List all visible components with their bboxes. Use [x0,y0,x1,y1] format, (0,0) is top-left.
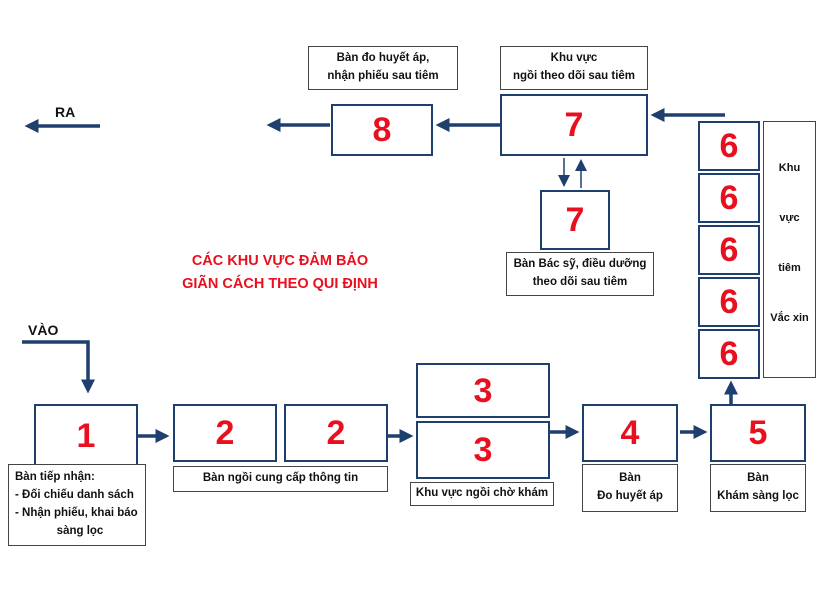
side-word-1: Khu [778,162,801,174]
station-4-box: 4 [582,404,678,462]
station-7-desk-line-2: theo dõi sau tiêm [532,276,628,288]
notice-line-2: GIÃN CÁCH THEO QUI ĐỊNH [182,276,378,293]
station-2b-number: 2 [326,414,346,452]
station-5-line-2: Khám sàng lọc [717,490,799,502]
station-8-box: 8 [331,104,433,156]
exit-label: RA [55,104,76,120]
station-6-number-3: 6 [719,231,739,269]
station-3b-box: 3 [416,421,550,479]
station-1-title: Bàn tiếp nhận: [15,471,95,484]
station-6-number-2: 6 [719,179,739,217]
station-1-label: Bàn tiếp nhận: - Đối chiếu danh sách - N… [8,464,146,546]
station-1-line-3: sàng lọc [56,524,104,537]
station-7-area-label: Khu vực ngồi theo dõi sau tiêm [500,46,648,90]
station-5-number: 5 [748,414,768,452]
station-7-desk-label: Bàn Bác sỹ, điều dưỡng theo dõi sau tiêm [506,252,654,296]
station-6-box-4: 6 [698,277,760,327]
station-7-desk-box: 7 [540,190,610,250]
station-7-area-line-2: ngồi theo dõi sau tiêm [512,70,636,82]
station-1-number: 1 [76,417,96,455]
station-7-desk-number: 7 [565,201,585,239]
station-7-area-box: 7 [500,94,648,156]
station-1-line-2: - Nhận phiếu, khai báo [15,507,138,519]
station-3a-number: 3 [473,371,493,410]
station-6-box-1: 6 [698,121,760,171]
station-6-box-5: 6 [698,329,760,379]
station-6-number-4: 6 [719,283,739,321]
station-3-label-text: Khu vực ngồi chờ khám [415,487,549,500]
station-2a-number: 2 [215,414,235,452]
entry-label: VÀO [28,322,59,338]
station-8-line-2: nhận phiếu sau tiêm [327,70,439,82]
station-4-line-2: Đo huyết áp [597,490,663,502]
spacing-notice: CÁC KHU VỰC ĐẢM BẢO GIÃN CÁCH THEO QUI Đ… [160,250,400,296]
station-7-area-line-1: Khu vực [550,52,598,65]
station-7-area-number: 7 [564,106,584,144]
notice-line-1: CÁC KHU VỰC ĐẢM BẢO [191,253,369,269]
station-6-number-1: 6 [719,127,739,165]
station-8-line-1: Bàn đo huyết áp, [336,52,430,65]
station-2a-box: 2 [173,404,277,462]
station-6-side-label: Khu vực tiêm Vắc xin [763,121,816,378]
station-6-number-5: 6 [719,335,739,373]
station-7-desk-line-1: Bàn Bác sỹ, điều dưỡng [513,258,647,271]
entry-arrow [22,340,95,394]
station-8-number: 8 [372,111,392,149]
station-3-label: Khu vực ngồi chờ khám [410,482,554,506]
station-1-box: 1 [34,404,138,468]
station-5-label: Bàn Khám sàng lọc [710,464,806,512]
station-4-line-1: Bàn [619,472,641,485]
station-2-label: Bàn ngồi cung cấp thông tin [173,466,388,492]
side-word-3: tiêm [778,262,801,274]
station-3a-box: 3 [416,363,550,418]
side-word-4: Vắc xin [770,312,809,324]
station-6-box-2: 6 [698,173,760,223]
station-5-line-1: Bàn [747,472,769,485]
side-word-2: vực [779,212,800,224]
station-5-box: 5 [710,404,806,462]
station-1-line-1: - Đối chiếu danh sách [15,489,134,502]
station-2-label-text: Bàn ngồi cung cấp thông tin [202,472,359,485]
station-6-box-3: 6 [698,225,760,275]
station-4-label: Bàn Đo huyết áp [582,464,678,512]
station-3b-number: 3 [473,431,493,469]
station-8-label: Bàn đo huyết áp, nhận phiếu sau tiêm [308,46,458,90]
station-2b-box: 2 [284,404,388,462]
station-4-number: 4 [620,414,640,452]
